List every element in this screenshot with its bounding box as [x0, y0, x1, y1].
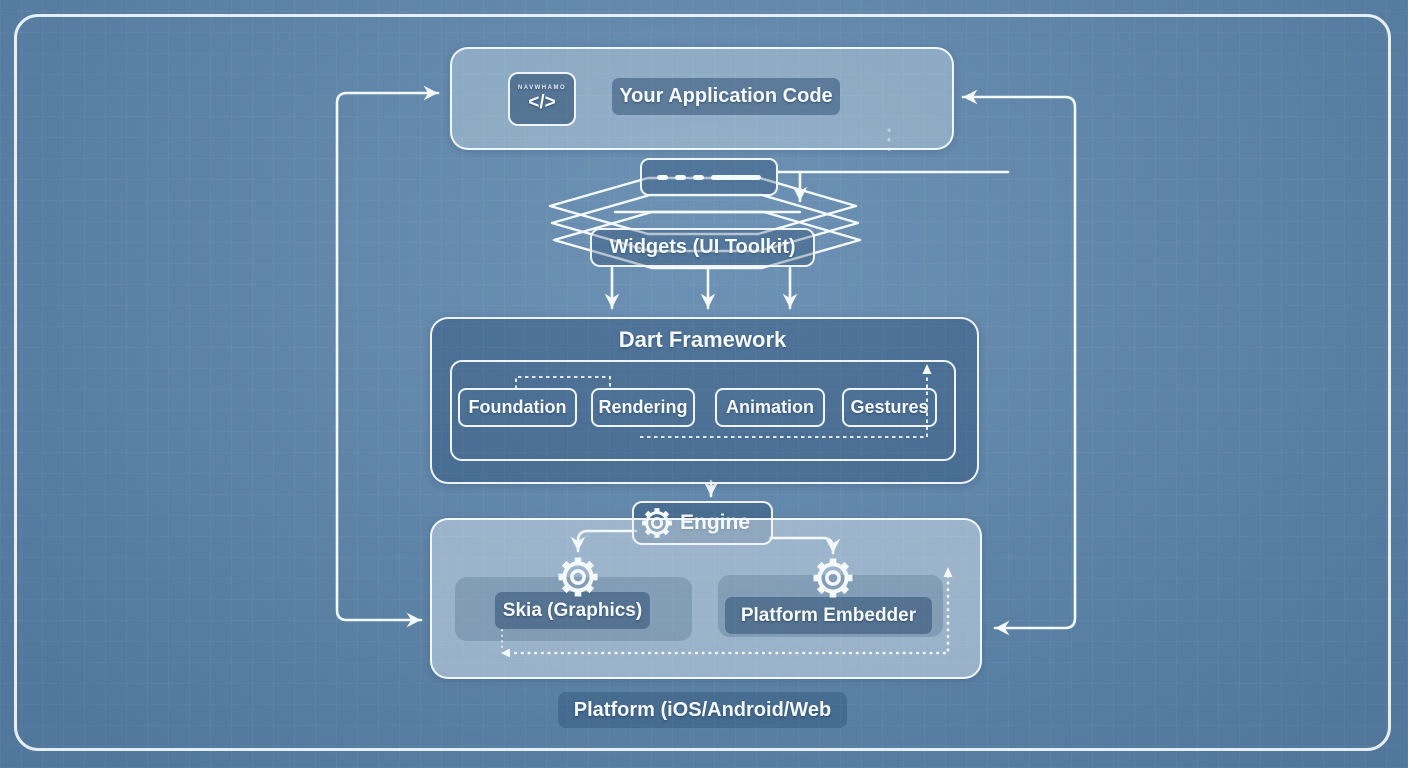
code-icon: NAVWHAMO </>: [508, 72, 576, 126]
code-line-box: [640, 158, 778, 196]
dart-framework-inner-frame: [450, 360, 956, 461]
gear-icon: [642, 508, 672, 538]
engine-box: Engine: [632, 501, 773, 545]
code-line-dash: [675, 174, 686, 180]
skia-label: Skia (Graphics): [495, 592, 650, 629]
dart-module-rendering: Rendering: [591, 388, 695, 427]
code-icon-tiny-text: NAVWHAMO: [517, 85, 567, 91]
widgets-label: Widgets (UI Toolkit): [590, 228, 815, 267]
application-code-label: Your Application Code: [612, 78, 840, 115]
outer-frame: [14, 14, 1391, 751]
dart-framework-title: Dart Framework: [618, 327, 787, 352]
dart-module-animation: Animation: [715, 388, 825, 427]
code-line-dash-long: [711, 174, 761, 180]
code-line-dash: [657, 174, 668, 180]
code-icon-glyph: </>: [528, 92, 556, 113]
platform-label: Platform (iOS/Android/Web: [558, 692, 847, 728]
engine-label: Engine: [680, 511, 751, 534]
platform-embedder-label: Platform Embedder: [725, 597, 932, 634]
dart-module-foundation: Foundation: [458, 388, 577, 427]
dart-module-gestures: Gestures: [842, 388, 937, 427]
code-line-dash: [693, 174, 704, 180]
application-code-box: [450, 47, 954, 150]
